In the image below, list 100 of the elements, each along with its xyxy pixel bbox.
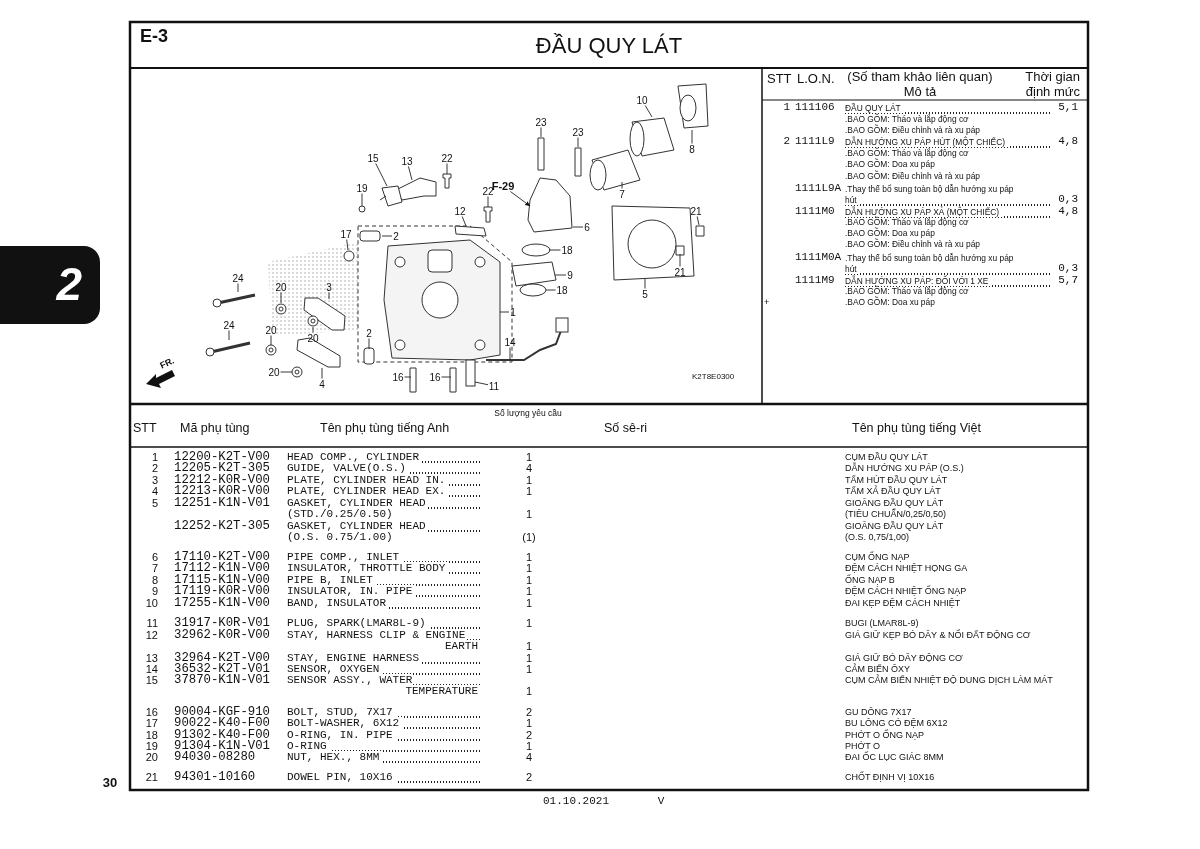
part-name-english: NUT, HEX., 8MM [287, 752, 481, 764]
operation-note: .BAO GỒM: Điều chỉnh và rà xu páp [845, 171, 980, 183]
callout-number: 16 [428, 371, 442, 383]
leader-line [312, 326, 314, 333]
row-number: 14 [145, 664, 158, 676]
callout-number: 20 [264, 324, 278, 336]
row-number: 21 [145, 772, 158, 784]
column-header: Thời gian định mức [1024, 69, 1080, 99]
part-number: 94030-08280 [174, 752, 256, 764]
part-name-english: PLUG, SPARK(LMAR8L-9) [287, 618, 481, 630]
row-number: 10 [145, 598, 158, 610]
column-header: Số lượng yêu cầu [494, 408, 562, 420]
part-name-english: DOWEL PIN, 10X16 [287, 772, 481, 784]
labor-code: 1111L9 [795, 136, 835, 148]
part-number: 17255-K1N-V00 [174, 598, 270, 610]
column-header: Số sê-ri [604, 421, 648, 435]
leader-line [375, 163, 388, 187]
column-header: Tên phụ tùng tiếng Anh [320, 421, 450, 435]
row-number: 4 [151, 486, 158, 498]
page-number: 30 [102, 777, 118, 789]
part-name-english: SENSOR, OXYGEN [287, 664, 481, 676]
labor-time: 5,1 [1058, 102, 1078, 114]
part-name-vietnamese: GIOĂNG ĐẦU QUY LÁT (TIÊU CHUẨN/0,25/0,50) [845, 498, 948, 521]
quantity: 1 [525, 641, 533, 653]
labor-code: 1111M0A [795, 252, 842, 264]
quantity: 1 [525, 509, 533, 521]
part-name-vietnamese: CỤM ỐNG NẠP [845, 552, 910, 563]
leader-line [368, 338, 370, 350]
column-header: STT [767, 72, 792, 86]
leader-line [328, 292, 330, 300]
leader-line [548, 249, 561, 251]
callout-number: 6 [583, 221, 591, 233]
leader-line [540, 127, 542, 138]
callout-number: 9 [566, 269, 574, 281]
leader-line [321, 367, 323, 379]
quantity: 2 [525, 772, 533, 784]
callout-number: 21 [673, 266, 687, 278]
note-mark: + [764, 297, 770, 309]
row-number: 2 [151, 463, 158, 475]
part-number: 31917-K0R-V01 [174, 618, 270, 630]
callout-number: 16 [391, 371, 405, 383]
operation-note: .BAO GỒM: Tháo và lắp động cơ [845, 148, 969, 158]
labor-code: 111106 [795, 102, 835, 114]
column-header: Tên phụ tùng tiếng Việt [852, 421, 982, 435]
row-number: 16 [145, 707, 158, 719]
part-name-vietnamese: BU LÔNG CÓ ĐỆM 6X12 [845, 718, 948, 729]
leader-line [554, 274, 567, 276]
operation-note: .BAO GỒM: Doa xu páp [845, 228, 935, 238]
part-number: 12205-K2T-305 [174, 463, 270, 475]
leader-line [446, 163, 448, 175]
part-name-vietnamese: GIÁ GIỮ BÓ DÂY ĐỘNG CƠ [845, 653, 963, 663]
part-number: 17119-K0R-V00 [174, 586, 270, 598]
quantity: 4 [525, 752, 533, 764]
part-name-vietnamese: ĐỆM CÁCH NHIỆT HỌNG GA [845, 563, 968, 574]
leader-line [644, 105, 653, 118]
row-number: 3 [151, 475, 158, 487]
callout-number: 2 [365, 327, 373, 339]
part-name-english: INSULATOR, THROTTLE BODY [287, 563, 481, 575]
part-name-vietnamese: TẤM XẢ ĐẦU QUY LÁT [845, 486, 941, 498]
row-number: 18 [145, 730, 158, 742]
callout-number: 21 [689, 205, 703, 217]
column-header: (Số tham khảo liên quan) Mô tả [846, 69, 994, 99]
callout-number: 24 [222, 319, 236, 331]
part-name-english: HEAD COMP., CYLINDER [287, 452, 481, 464]
part-name-vietnamese: BUGI (LMAR8L-9) [845, 618, 919, 630]
leader-line [474, 381, 489, 386]
version-mark: V [657, 796, 665, 808]
part-name-english: BOLT-WASHER, 6X12 [287, 718, 481, 730]
part-name-english: GASKET, CYLINDER HEAD (STD./0.25/0.50) [287, 498, 481, 521]
callout-number: 20 [267, 366, 281, 378]
operation-description: DẪN HƯỚNG XU PÁP HÚT (MỘT CHIẾC) [845, 137, 1052, 149]
row-number: 11 [146, 618, 158, 630]
part-name-vietnamese: PHỚT O [845, 741, 881, 751]
operation-description: .Thay thế bổ sung toàn bộ dẫn hướng xu páp hút [845, 253, 1052, 276]
page-title: ĐẦU QUY LÁT [535, 33, 683, 59]
row-number: 8 [151, 575, 158, 587]
operation-note: .BAO GỒM: Tháo và lắp động cơ [845, 217, 969, 227]
o-ring-drawing [519, 283, 547, 297]
part-number: 94301-10160 [174, 772, 256, 784]
callout-number: 17 [339, 228, 353, 240]
leader-line [361, 193, 363, 207]
operation-note: .BAO GỒM: Doa xu páp [845, 297, 935, 309]
callout-number: 13 [400, 155, 414, 167]
callout-number: 15 [366, 152, 380, 164]
operation-note: .BAO GỒM: Tháo và lắp động cơ [845, 286, 969, 296]
labor-time: 0,3 [1058, 194, 1078, 206]
part-name-english: INSULATOR, IN. PIPE [287, 586, 481, 598]
row-number: 2 [783, 136, 790, 148]
callout-number: 24 [231, 272, 245, 284]
part-number: 12213-K0R-V00 [174, 486, 270, 498]
quantity: 1 [525, 718, 533, 730]
row-number: 15 [145, 675, 158, 687]
quantity: 1 [525, 598, 533, 610]
leader-line [441, 376, 452, 378]
part-name-english: PIPE COMP., INLET [287, 552, 481, 564]
part-name-english: BOLT, STUD, 7X17 [287, 707, 481, 719]
quantity: 1 [525, 563, 533, 575]
leader-line [408, 166, 413, 181]
row-number: 20 [145, 752, 158, 764]
quantity: 1 [525, 686, 533, 698]
